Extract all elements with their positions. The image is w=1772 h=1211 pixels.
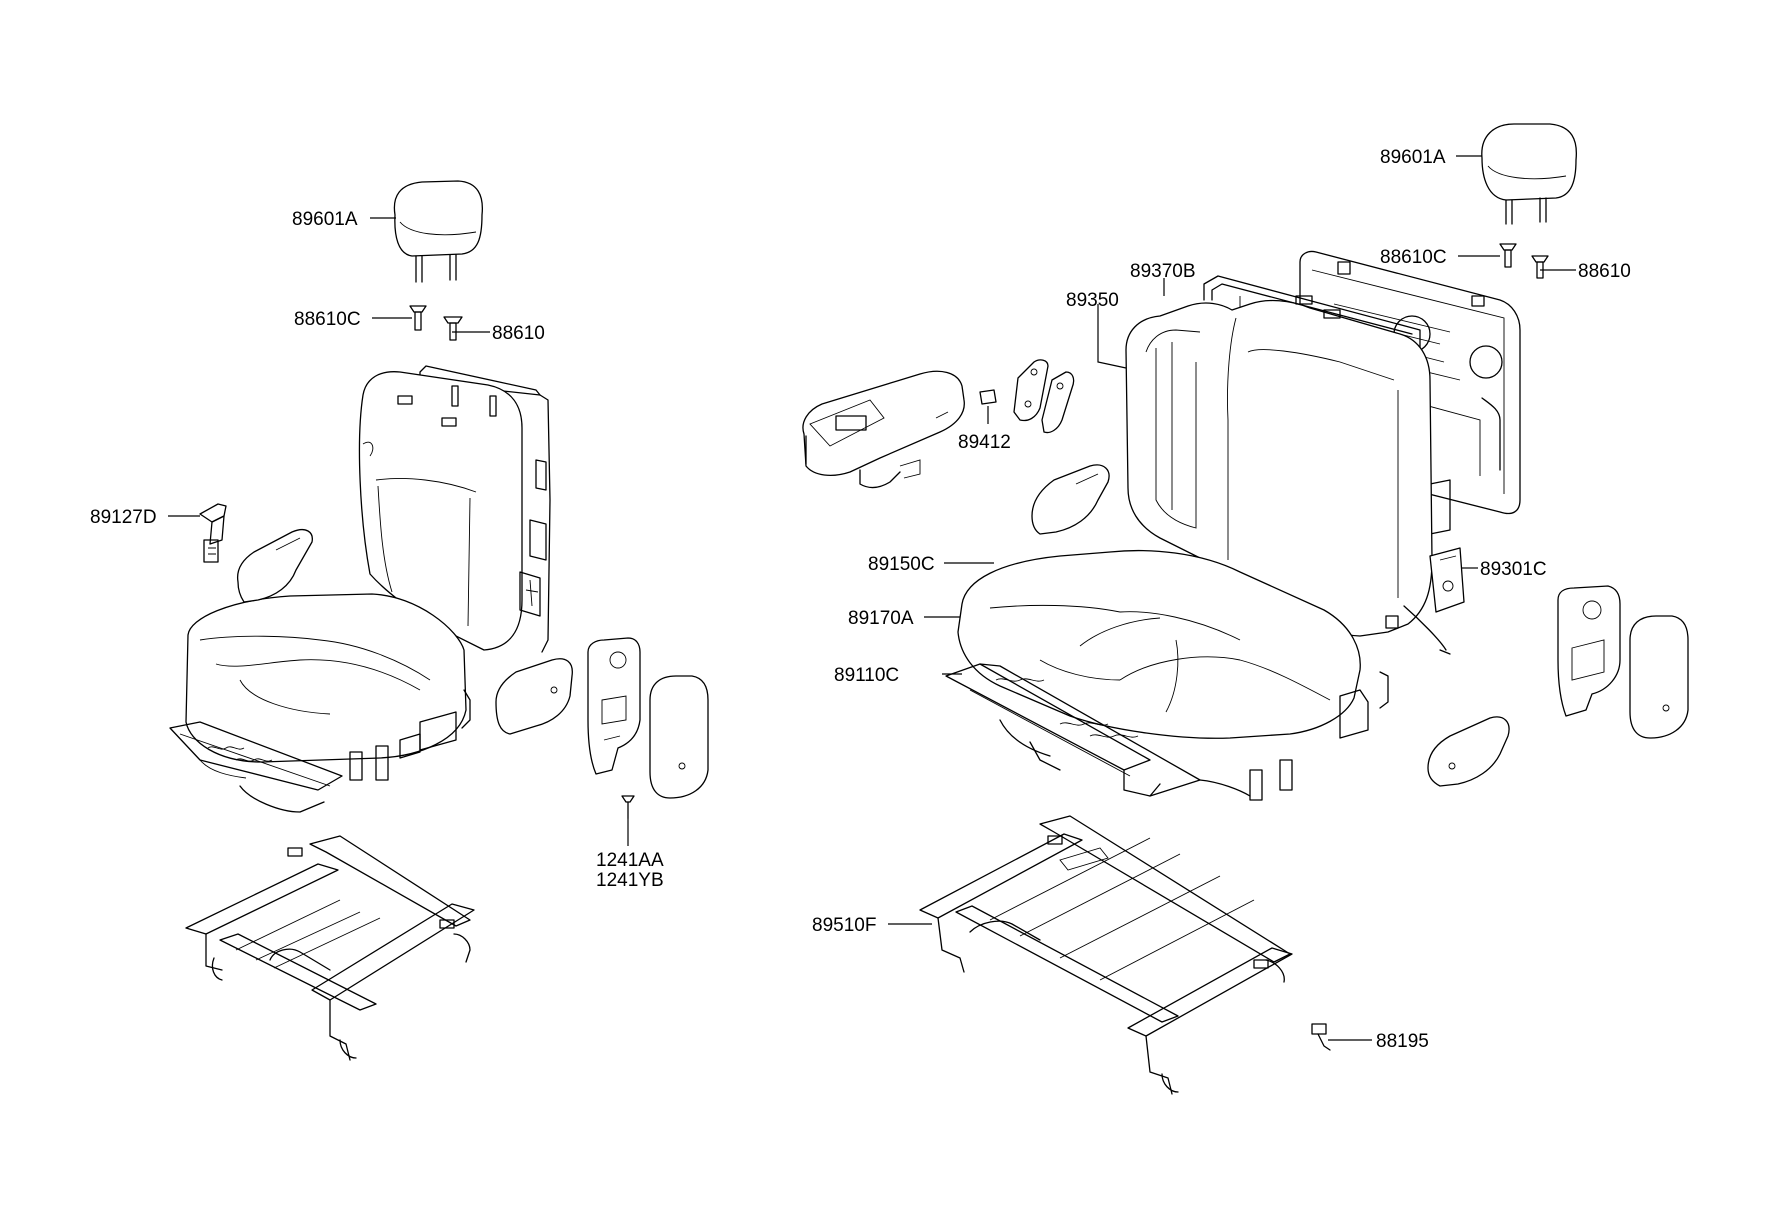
left-headrest-part[interactable] (393, 180, 484, 283)
label-1241yb: 1241YB (596, 870, 664, 891)
label-88195: 88195 (1376, 1031, 1429, 1052)
right-recliner-cover-lower-part[interactable] (1427, 716, 1510, 787)
right-armrest-part[interactable] (802, 370, 965, 489)
right-hinge-bracket-part[interactable] (1013, 359, 1075, 434)
left-recliner-knob-part[interactable] (649, 675, 709, 799)
right-small-cap-part[interactable] (979, 389, 997, 405)
right-latch-part[interactable] (1385, 547, 1465, 655)
right-headrest-guide-part[interactable] (1531, 255, 1549, 279)
right-recliner-knob-part[interactable] (1629, 615, 1689, 739)
label-89301c: 89301C (1480, 559, 1547, 580)
left-seat-cushion-part[interactable] (185, 593, 471, 763)
left-seat-track-part[interactable] (185, 835, 475, 1061)
label-89170a: 89170A (848, 608, 914, 629)
label-88610-left: 88610 (492, 323, 545, 344)
left-recliner-plate-part[interactable] (587, 637, 641, 775)
label-88610c-right: 88610C (1380, 247, 1447, 268)
right-recliner-plate-part[interactable] (1557, 585, 1621, 717)
leader-lines (168, 155, 1576, 1041)
left-recliner-cover-inner-part[interactable] (236, 528, 313, 603)
label-89370b: 89370B (1130, 261, 1196, 282)
left-seat-back-part[interactable] (358, 365, 551, 653)
right-seat-track-part[interactable] (919, 815, 1293, 1095)
label-88610-right: 88610 (1578, 261, 1631, 282)
left-belt-buckle-part[interactable] (199, 503, 227, 563)
left-screw-part[interactable] (621, 795, 635, 819)
label-89412: 89412 (958, 432, 1011, 453)
left-headrest-guide-c-part[interactable] (409, 305, 427, 331)
left-recliner-cover-outer-part[interactable] (495, 658, 573, 735)
right-seat-assembly (802, 123, 1689, 1095)
part-labels: 89601A 88610C 88610 89127D 1241AA 1241YB… (90, 147, 1631, 1052)
right-seat-cushion-part[interactable] (957, 549, 1361, 739)
right-recliner-cover-upper-part[interactable] (1031, 464, 1110, 535)
left-seat-assembly (169, 180, 709, 1061)
label-89127d: 89127D (90, 507, 157, 528)
label-88610c-left: 88610C (294, 309, 361, 330)
label-89350: 89350 (1066, 290, 1119, 311)
label-1241aa: 1241AA (596, 850, 664, 871)
right-bolt-part[interactable] (1311, 1023, 1331, 1051)
label-89601a-left: 89601A (292, 209, 358, 230)
right-headrest-guide-c-part[interactable] (1499, 243, 1517, 268)
right-cushion-frame-part[interactable] (945, 663, 1389, 801)
left-cushion-frame-part (169, 721, 421, 813)
label-89510f: 89510F (812, 915, 876, 936)
label-89110c: 89110C (834, 665, 899, 686)
label-89601a-right: 89601A (1380, 147, 1446, 168)
left-headrest-guide-part[interactable] (443, 316, 463, 341)
right-headrest-part[interactable] (1481, 123, 1578, 225)
label-89150c: 89150C (868, 554, 935, 575)
